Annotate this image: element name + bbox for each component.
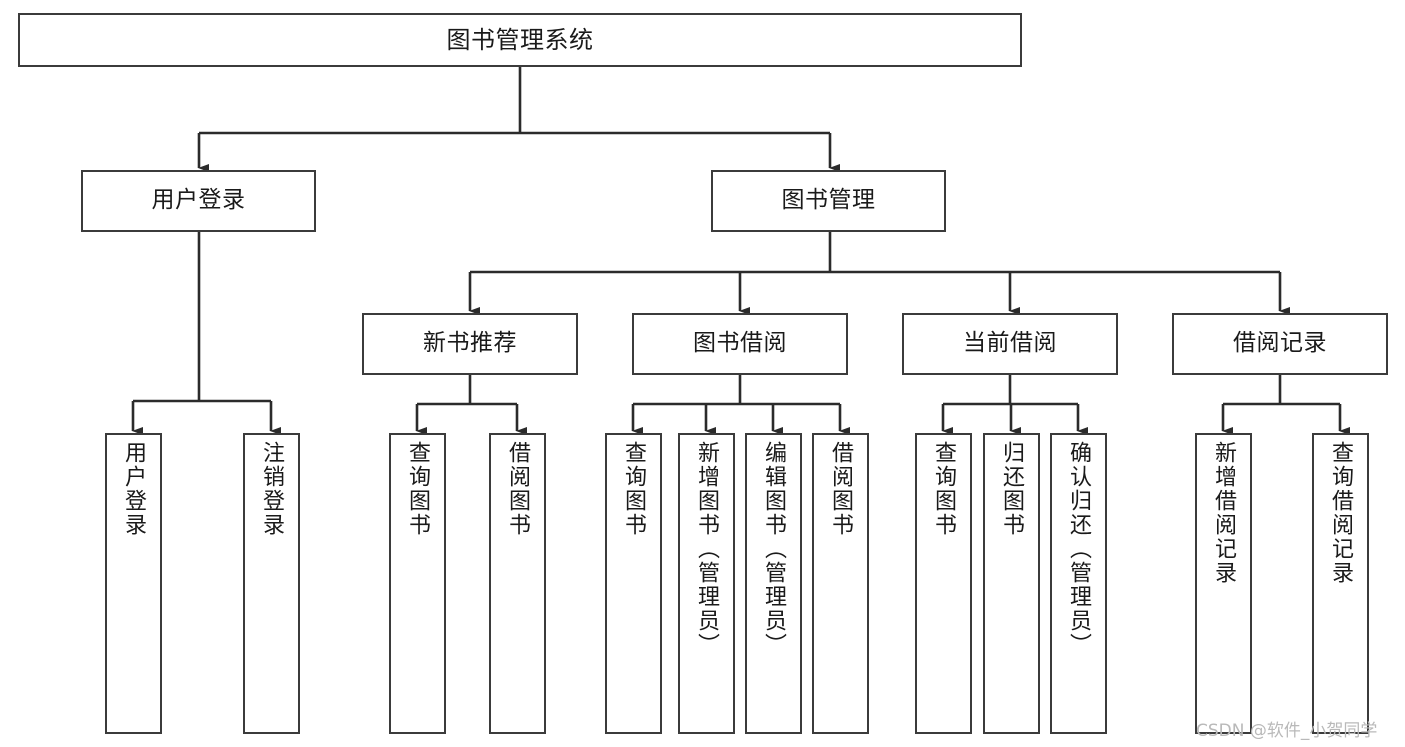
csdn-watermark: CSDN @软件_小贺同学 xyxy=(1196,721,1378,741)
leaf-query-book-3[interactable]: 查询图书 xyxy=(915,433,972,734)
node-current-borrow[interactable]: 当前借阅 xyxy=(902,313,1118,375)
leaf-borrow-book-2[interactable]: 借阅图书 xyxy=(812,433,869,734)
leaf-confirm-return[interactable]: 确认归还（管理员） xyxy=(1050,433,1107,734)
node-label: 借阅记录 xyxy=(1233,330,1327,357)
node-root-system[interactable]: 图书管理系统 xyxy=(18,13,1022,67)
leaf-query-book-1[interactable]: 查询图书 xyxy=(389,433,446,734)
leaf-query-record[interactable]: 查询借阅记录 xyxy=(1312,433,1369,734)
node-borrow-record[interactable]: 借阅记录 xyxy=(1172,313,1388,375)
node-new-book-rec[interactable]: 新书推荐 xyxy=(362,313,578,375)
node-label: 图书管理系统 xyxy=(446,25,594,54)
leaf-return-book[interactable]: 归还图书 xyxy=(983,433,1040,734)
node-label: 用户登录 xyxy=(151,187,246,214)
node-label: 确认归还（管理员） xyxy=(1066,441,1092,657)
node-user-login[interactable]: 用户登录 xyxy=(81,170,316,232)
node-label: 图书管理 xyxy=(781,187,876,214)
node-label: 查询图书 xyxy=(931,441,957,537)
node-label: 新书推荐 xyxy=(423,330,517,357)
leaf-query-book-2[interactable]: 查询图书 xyxy=(605,433,662,734)
node-label: 查询图书 xyxy=(621,441,647,537)
leaf-borrow-book-1[interactable]: 借阅图书 xyxy=(489,433,546,734)
node-label: 借阅图书 xyxy=(505,441,531,537)
node-label: 图书借阅 xyxy=(693,330,787,357)
node-label: 查询借阅记录 xyxy=(1328,441,1354,585)
leaf-user-login[interactable]: 用户登录 xyxy=(105,433,162,734)
node-label: 用户登录 xyxy=(121,441,147,537)
node-label: 注销登录 xyxy=(259,441,285,537)
node-book-manage[interactable]: 图书管理 xyxy=(711,170,946,232)
leaf-add-record[interactable]: 新增借阅记录 xyxy=(1195,433,1252,734)
node-label: 编辑图书（管理员） xyxy=(761,441,787,657)
leaf-edit-book[interactable]: 编辑图书（管理员） xyxy=(745,433,802,734)
node-label: 新增图书（管理员） xyxy=(694,441,720,657)
node-label: 当前借阅 xyxy=(963,330,1057,357)
node-label: 归还图书 xyxy=(999,441,1025,537)
leaf-logout[interactable]: 注销登录 xyxy=(243,433,300,734)
node-label: 借阅图书 xyxy=(828,441,854,537)
leaf-add-book[interactable]: 新增图书（管理员） xyxy=(678,433,735,734)
node-label: 查询图书 xyxy=(405,441,431,537)
node-book-borrow[interactable]: 图书借阅 xyxy=(632,313,848,375)
node-label: 新增借阅记录 xyxy=(1211,441,1237,585)
